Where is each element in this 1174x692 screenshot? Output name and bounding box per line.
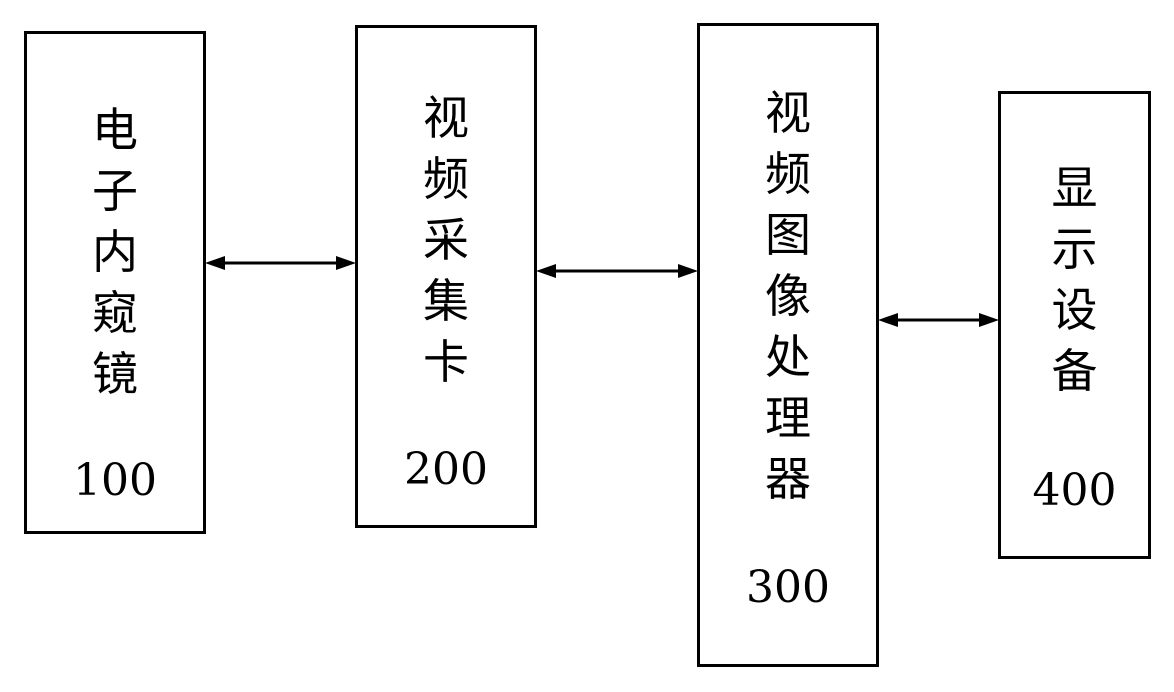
block-label-char: 频 bbox=[765, 147, 811, 201]
block-electronic-endoscope: 电子内窥镜 100 bbox=[24, 31, 206, 534]
block-display-device: 显示设备 400 bbox=[998, 91, 1151, 559]
block-label-char: 窥 bbox=[92, 286, 138, 340]
block-label-char: 处 bbox=[765, 330, 811, 384]
block-reference-number-display-device: 400 bbox=[1032, 465, 1117, 516]
block-label-char: 集 bbox=[423, 274, 469, 328]
arrowhead-left bbox=[205, 256, 225, 270]
connector-processor-to-display bbox=[878, 309, 999, 331]
block-label-char: 备 bbox=[1051, 344, 1098, 398]
block-label-electronic-endoscope: 电子内窥镜 bbox=[92, 100, 138, 405]
block-label-char: 显 bbox=[1051, 161, 1098, 215]
block-label-char: 频 bbox=[423, 152, 469, 206]
block-label-char: 像 bbox=[765, 269, 811, 323]
block-label-char: 卡 bbox=[423, 335, 469, 389]
block-label-char: 采 bbox=[423, 213, 469, 267]
block-reference-number-electronic-endoscope: 100 bbox=[73, 455, 157, 506]
block-label-char: 电 bbox=[92, 103, 138, 157]
block-label-char: 视 bbox=[765, 86, 811, 140]
block-label-char: 理 bbox=[765, 391, 811, 445]
block-label-char: 视 bbox=[423, 91, 469, 145]
block-video-capture-card: 视频采集卡 200 bbox=[355, 25, 537, 528]
connector-endoscope-to-capture-card bbox=[205, 252, 356, 274]
connector-capture-card-to-processor bbox=[536, 260, 698, 282]
block-label-char: 镜 bbox=[92, 347, 138, 401]
block-label-video-capture-card: 视频采集卡 bbox=[423, 88, 469, 393]
arrowhead-right bbox=[678, 264, 698, 278]
block-video-image-processor: 视频图像处理器 300 bbox=[697, 23, 879, 667]
arrowhead-left bbox=[536, 264, 556, 278]
arrowhead-left bbox=[878, 313, 898, 327]
block-label-char: 子 bbox=[92, 164, 138, 218]
block-label-display-device: 显示设备 bbox=[1052, 158, 1098, 402]
block-label-char: 器 bbox=[765, 452, 811, 506]
arrowhead-right bbox=[979, 313, 999, 327]
arrowhead-right bbox=[336, 256, 356, 270]
block-reference-number-video-image-processor: 300 bbox=[746, 562, 830, 613]
block-label-char: 图 bbox=[765, 208, 811, 262]
block-label-char: 内 bbox=[92, 225, 138, 279]
block-label-char: 示 bbox=[1051, 222, 1098, 276]
block-label-video-image-processor: 视频图像处理器 bbox=[765, 83, 811, 510]
block-label-char: 设 bbox=[1051, 283, 1098, 337]
block-reference-number-video-capture-card: 200 bbox=[404, 444, 488, 495]
